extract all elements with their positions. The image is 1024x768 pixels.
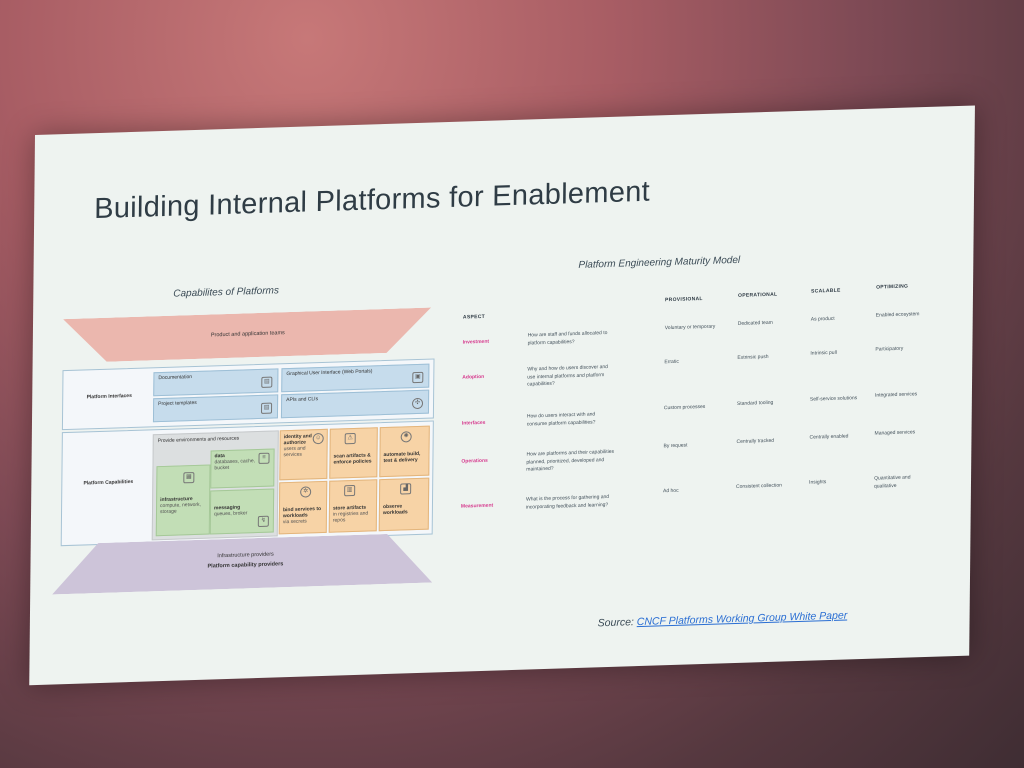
aspect-question: How are staff and funds allocated to pla…	[527, 330, 608, 347]
interface-label: Graphical User Interface (Web Portals)	[286, 368, 373, 378]
maturity-value: Voluntary or temporary	[664, 323, 716, 332]
column-header: SCALABLE	[811, 287, 841, 295]
slide-title: Building Internal Platforms for Enableme…	[94, 175, 651, 226]
chart-icon: ▟	[400, 483, 412, 495]
maturity-value: Insights	[809, 479, 827, 486]
capabilities-side-label: Platform Capabilities	[83, 478, 134, 487]
settings-icon: ✣	[411, 397, 424, 410]
aspect-label: Interfaces	[461, 419, 486, 427]
link-icon: ✲	[300, 486, 312, 498]
interface-documentation: Documentation ▤	[153, 368, 279, 397]
environments-label: Provide environments and resources	[157, 435, 240, 445]
orange-cell-sub: users and services	[283, 445, 306, 459]
aspect-label: Adoption	[462, 373, 485, 381]
green-cell-data: data databases, cache, bucket ≡	[210, 448, 275, 489]
orange-cell-sub: via secrets	[282, 518, 307, 526]
interfaces-side-label: Platform Interfaces	[86, 392, 132, 401]
source-link[interactable]: CNCF Platforms Working Group White Paper	[636, 609, 848, 629]
maturity-value: Ad hoc	[662, 487, 679, 495]
interface-templates: Project templates ▤	[152, 394, 279, 423]
orange-cell-scan: ⚠ scan artifacts & enforce policies	[329, 427, 378, 479]
column-header: PROVISIONAL	[664, 296, 703, 304]
aspect-label: Investment	[462, 338, 490, 346]
aspect-question: What is the process for gathering and in…	[525, 493, 610, 511]
column-header: OPTIMIZING	[876, 283, 909, 291]
window-icon: ▣	[412, 371, 424, 384]
maturity-value: Intrinsic pull	[810, 349, 837, 357]
capabilities-panel: Platform Capabilities Provide environmen…	[60, 420, 434, 547]
maturity-value: Participatory	[875, 345, 904, 353]
green-cell-infrastructure: ▦ infrastructure compute, network, stora…	[155, 464, 211, 537]
maturity-value: Enabled ecosystem	[875, 311, 920, 319]
aspect-question: How do users interact with and consume p…	[526, 411, 596, 428]
maturity-value: By request	[663, 442, 688, 450]
maturity-value: Managed services	[874, 429, 916, 437]
orange-cell-automate: ✺ automate build, test & delivery	[379, 425, 430, 478]
orange-cell-title: observe workloads	[382, 503, 408, 517]
maturity-value: Centrally enabled	[809, 433, 849, 441]
maturity-value: Dedicated team	[737, 319, 773, 327]
aspect-label: Measurement	[460, 502, 494, 510]
queue-icon: ↯	[257, 515, 269, 528]
green-cell-sub: compute, network, storage	[159, 501, 201, 516]
maturity-value: Custom processes	[663, 403, 706, 412]
maturity-value: Self-service solutions	[809, 395, 858, 403]
maturity-value: Quantitative and qualitative	[873, 474, 911, 490]
aspect-question: Why and how do users discover and use in…	[527, 363, 608, 388]
capabilities-heading: Capabilites of Platforms	[173, 285, 279, 300]
interface-label: APIs and CLIs	[286, 396, 319, 404]
interfaces-panel: Platform Interfaces Documentation ▤ Grap…	[61, 358, 435, 431]
column-header: ASPECT	[462, 313, 486, 321]
aspect-label: Operations	[461, 457, 488, 465]
source-citation: Source: CNCF Platforms Working Group Whi…	[598, 609, 848, 629]
column-header: OPERATIONAL	[738, 291, 778, 299]
maturity-value: Standard tooling	[736, 399, 774, 407]
source-prefix: Source:	[597, 616, 634, 630]
maturity-value: Consistent collection	[736, 482, 782, 490]
interface-label: Documentation	[158, 374, 193, 382]
orange-cell-sub: in registries and repos	[332, 510, 369, 524]
orange-cell-title: automate build, test & delivery	[383, 450, 421, 465]
interface-gui: Graphical User Interface (Web Portals) ▣	[281, 363, 430, 393]
maturity-heading: Platform Engineering Maturity Model	[578, 254, 741, 271]
aspect-question: How are platforms and their capabilities…	[526, 448, 615, 473]
template-icon: ▤	[260, 402, 273, 414]
orange-cell-store: ▥ store artifacts in registries and repo…	[328, 479, 378, 533]
shield-warning-icon: ⚠	[344, 432, 356, 445]
interface-apis: APIs and CLIs ✣	[280, 389, 430, 419]
orange-cell-observe: ▟ observe workloads	[378, 477, 430, 532]
maturity-value: Centrally tracked	[736, 437, 775, 445]
maturity-value: Integrated services	[874, 391, 918, 399]
green-cell-messaging: messaging queues, broker ↯	[209, 488, 275, 535]
orange-cell-title: scan artifacts & enforce policies	[333, 452, 372, 466]
orange-cell-identity: identity and authorize users and service…	[279, 428, 328, 481]
server-icon: ▦	[183, 472, 195, 484]
interface-label: Project templates	[158, 399, 197, 408]
maturity-value: Extrinsic push	[737, 353, 769, 361]
database-icon: ≡	[258, 452, 270, 464]
maturity-value: As product	[810, 315, 835, 323]
presentation-slide: Building Internal Platforms for Enableme…	[29, 105, 975, 686]
gear-icon: ✺	[400, 431, 412, 443]
maturity-value: Erratic	[664, 358, 679, 366]
box-icon: ▥	[344, 484, 356, 497]
orange-cell-bind: ✲ bind services to workloads via secrets	[278, 480, 328, 535]
document-icon: ▤	[261, 376, 273, 388]
